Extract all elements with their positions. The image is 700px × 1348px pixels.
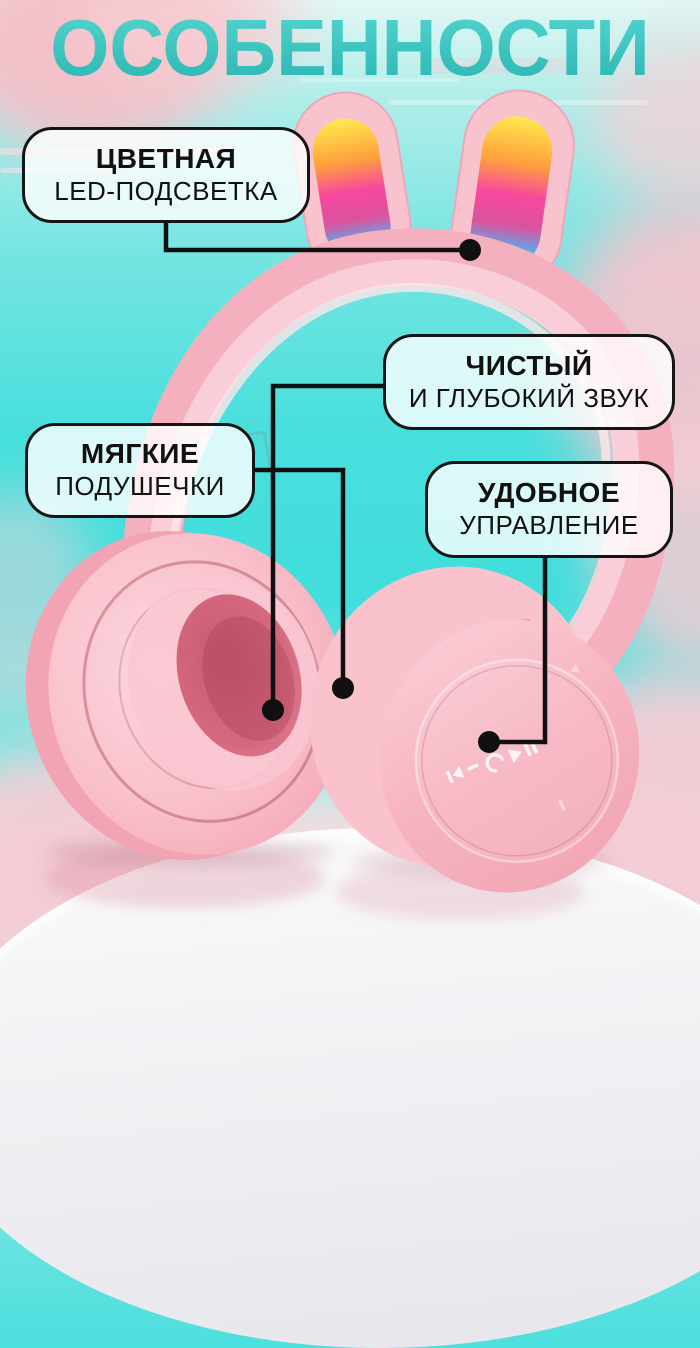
connector-cushions [253,467,346,688]
callout-sound-line2: И ГЛУБОКИЙ ЗВУК [408,382,650,413]
page-title: ОСОБЕННОСТИ [18,8,683,88]
callout-sound-line1: ЧИСТЫЙ [465,349,593,381]
callout-pointer-dot [262,699,284,721]
earcup-right [310,566,640,893]
callout-led-backlight: ЦВЕТНАЯ LED-ПОДСВЕТКА [22,127,310,223]
led-rainbow-panel [312,118,391,260]
playback-controls-icon [445,663,580,812]
callout-controls-line1: УДОБНОЕ [477,477,621,509]
callout-connectors [163,221,548,753]
connector-sound [270,383,385,710]
callout-easy-controls: УДОБНОЕ УПРАВЛЕНИЕ [425,461,673,558]
connector-controls [489,556,548,745]
callout-cushions-line1: МЯГКИЕ [80,438,200,470]
callout-clear-sound: ЧИСТЫЙ И ГЛУБОКИЙ ЗВУК [383,334,675,430]
callout-soft-cushions: МЯГКИЕ ПОДУШЕЧКИ [25,423,255,518]
callout-led-line1: ЦВЕТНАЯ [95,142,237,174]
callout-controls-line2: УПРАВЛЕНИЕ [459,510,639,541]
callout-pointer-dot [332,677,354,699]
callout-pointer-dot [478,731,500,753]
pink-streak [88,8,208,22]
led-rainbow-panel [470,116,553,268]
control-panel-disc [414,658,620,864]
white-streak [300,78,460,82]
callout-led-line2: LED-ПОДСВЕТКА [54,175,278,206]
pink-streak [430,58,570,74]
connector-led [163,221,470,253]
callout-pointer-dot [459,239,481,261]
callout-cushions-line2: ПОДУШЕЧКИ [55,471,225,502]
